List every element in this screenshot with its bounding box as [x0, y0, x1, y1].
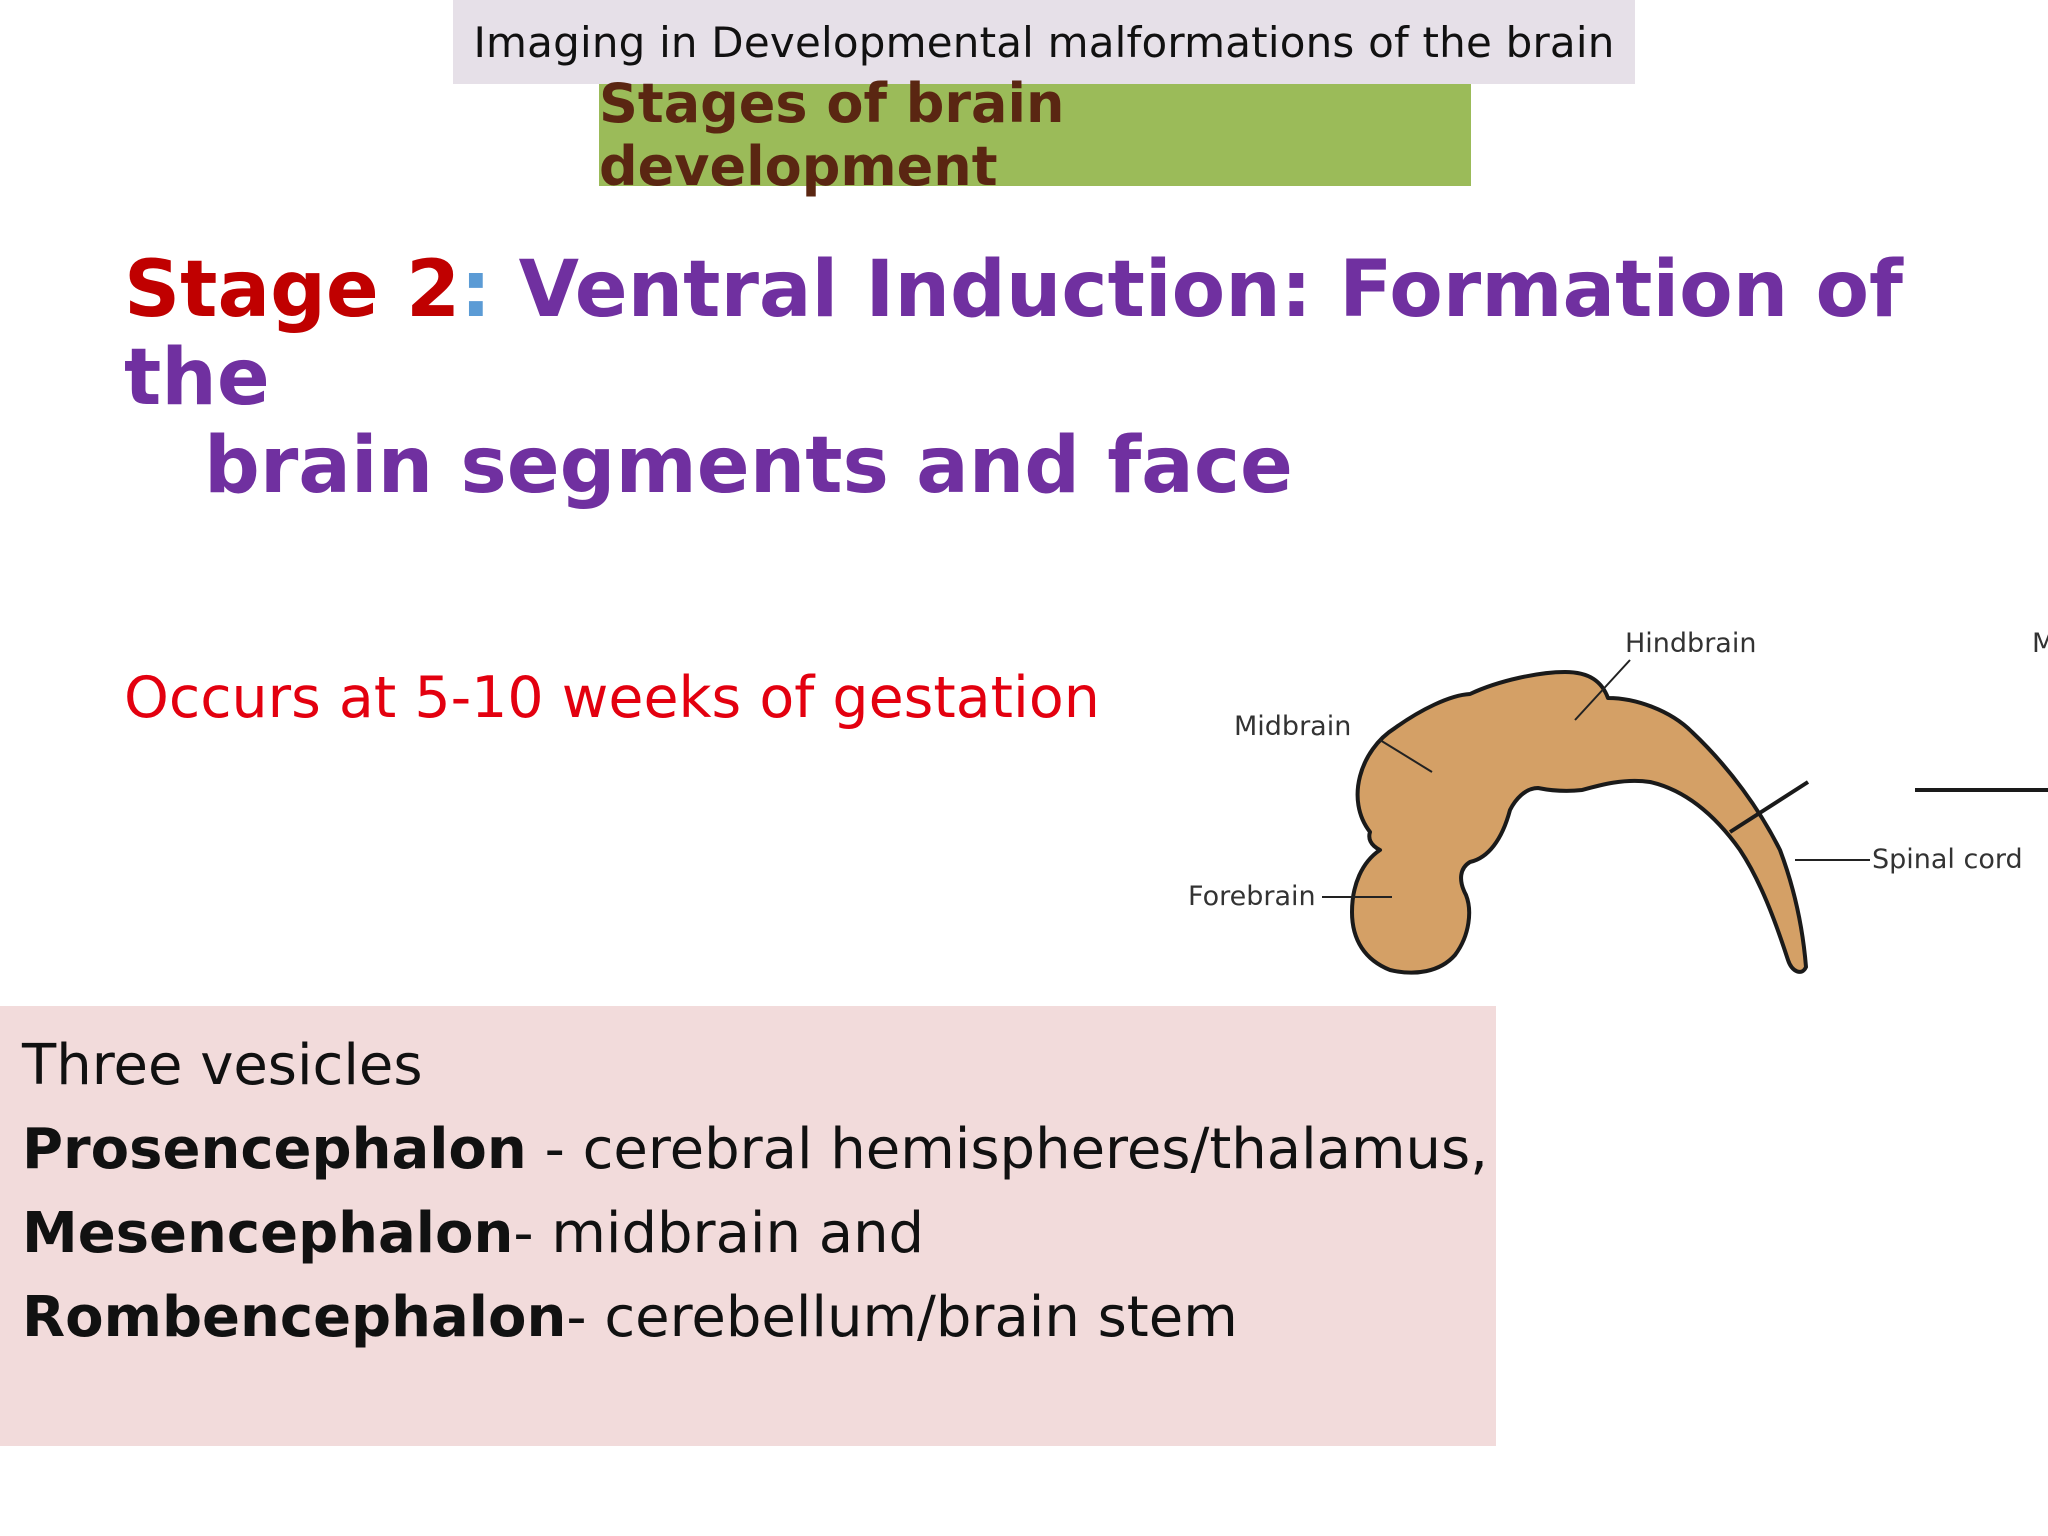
vesicle-item: Prosencephalon - cerebral hemispheres/th… [22, 1108, 1496, 1192]
presentation-header: Imaging in Developmental malformations o… [453, 0, 1635, 84]
vesicle-term: Prosencephalon [22, 1117, 527, 1182]
forebrain-label: Forebrain [1188, 881, 1316, 912]
vesicle-item: Mesencephalon- midbrain and [22, 1192, 1496, 1276]
slide-title: Stage 2: Ventral Induction: Formation of… [124, 246, 1924, 510]
presentation-title: Imaging in Developmental malformations o… [473, 17, 1615, 67]
brain-vesicles-diagram: Hindbrain Midbrain Forebrain Spinal cord… [1188, 628, 2048, 975]
spinal-cord-label: Spinal cord [1872, 844, 2023, 875]
gestation-note: Occurs at 5-10 weeks of gestation [124, 665, 1100, 731]
neural-tube-shape [1350, 670, 1808, 975]
title-line-2: brain segments and face [204, 421, 1293, 511]
vesicles-heading: Three vesicles [22, 1033, 423, 1098]
vesicle-desc: - midbrain and [513, 1201, 925, 1266]
vesicles-box: Three vesicles Prosencephalon - cerebral… [0, 1006, 1496, 1446]
cut-mark [1728, 780, 1810, 834]
hindbrain-leader [1574, 659, 1631, 721]
stage-label: Stage 2 [124, 245, 461, 335]
hindbrain-label: Hindbrain [1625, 628, 1756, 659]
vesicle-term: Rombencephalon [22, 1285, 567, 1350]
vesicle-desc: - cerebral hemispheres/thalamus, [526, 1117, 1488, 1182]
section-title: Stages of brain development [599, 72, 1065, 198]
vesicle-item: Rombencephalon- cerebellum/brain stem [22, 1276, 1496, 1360]
midbrain-leader [1379, 739, 1433, 773]
vesicle-desc: - cerebellum/brain stem [566, 1285, 1238, 1350]
stage-colon: : [460, 245, 492, 335]
vesicle-term: Mesencephalon [22, 1201, 514, 1266]
midbrain-label: Midbrain [1234, 711, 1351, 742]
section-banner: Stages of brain development [599, 72, 1471, 198]
title-line-1: Ventral Induction: Formation of the [124, 245, 1903, 423]
cropped-label-fragment: M [2032, 628, 2048, 659]
